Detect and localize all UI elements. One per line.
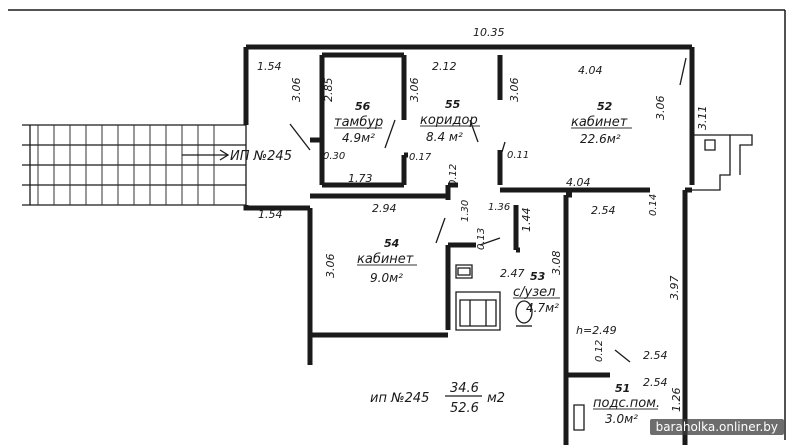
- room-54-area: 9.0м²: [370, 271, 403, 285]
- dim-2-54-c: 2.54: [643, 376, 668, 389]
- room-53-area: 4.7м²: [526, 301, 559, 315]
- room-52-area: 22.6м²: [580, 132, 621, 146]
- drawing-frame: [8, 9, 786, 440]
- room-54-name: кабинет: [357, 252, 414, 267]
- watermark: baraholka.onliner.by: [649, 419, 784, 435]
- summary-numerator: 34.6: [450, 381, 479, 396]
- room-55-area: 8.4 м²: [426, 130, 463, 144]
- room-55-number: 55: [445, 98, 461, 111]
- room-55-name: коридор: [420, 113, 478, 128]
- dimension-labels: 10.35 1.54 3.06 2.85 3.06 2.12 3.06 4.04…: [257, 26, 709, 412]
- dim-1-54-top: 1.54: [257, 60, 282, 73]
- room-56-area: 4.9м²: [342, 131, 375, 145]
- dim-3-06-a: 3.06: [290, 78, 303, 103]
- summary: ип №245 34.6 52.6 м2: [370, 381, 505, 416]
- room-52-number: 52: [597, 100, 613, 113]
- dim-3-97: 3.97: [668, 276, 681, 301]
- doors: [289, 57, 687, 363]
- dim-2-12: 2.12: [432, 60, 457, 73]
- dim-0-13: 0.13: [476, 228, 487, 250]
- walls: [243, 44, 753, 445]
- dim-0-17: 0.17: [409, 152, 432, 163]
- dim-2-47: 2.47: [500, 267, 525, 280]
- dim-0-12-a: 0.12: [448, 164, 459, 186]
- dim-3-06-e: 3.06: [324, 254, 337, 279]
- dim-3-06-c: 3.06: [508, 78, 521, 103]
- dim-3-06-d: 3.06: [654, 96, 667, 121]
- summary-unit: м2: [487, 391, 505, 406]
- dim-1-30: 1.30: [460, 200, 471, 222]
- dim-2-85: 2.85: [322, 78, 335, 103]
- dim-3-11: 3.11: [696, 106, 709, 131]
- dim-1-26: 1.26: [670, 388, 683, 413]
- dim-height: h=2.49: [576, 324, 617, 337]
- dim-1-36: 1.36: [488, 202, 510, 213]
- dim-4-04-top: 4.04: [578, 64, 603, 77]
- stairs: [22, 124, 247, 206]
- room-53-number: 53: [530, 270, 546, 283]
- bathroom-fixtures: [455, 264, 533, 331]
- room-51-number: 51: [615, 382, 630, 395]
- room-56-name: тамбур: [334, 115, 383, 130]
- room-56-number: 56: [355, 100, 371, 113]
- dim-0-30: 0.30: [323, 151, 345, 162]
- dim-2-54-a: 2.54: [591, 204, 616, 217]
- room-labels: 56 тамбур 4.9м² 55 коридор 8.4 м² 52 каб…: [230, 98, 660, 426]
- dim-0-11: 0.11: [507, 150, 529, 161]
- room-53-name: с/узел: [513, 285, 555, 300]
- summary-label: ип №245: [370, 391, 429, 406]
- ip-label: ИП №245: [230, 149, 292, 164]
- room-51-name: подс.пом.: [593, 396, 660, 411]
- dim-1-73: 1.73: [348, 172, 373, 185]
- room-54-number: 54: [384, 237, 399, 250]
- dim-1-44: 1.44: [520, 208, 533, 233]
- room-51-area: 3.0м²: [605, 412, 638, 426]
- summary-denominator: 52.6: [450, 401, 479, 416]
- dim-0-12-b: 0.12: [594, 340, 605, 362]
- dim-2-94: 2.94: [372, 202, 397, 215]
- dim-2-54-b: 2.54: [643, 349, 668, 362]
- dim-3-08: 3.08: [550, 251, 563, 276]
- dim-1-54-left: 1.54: [258, 208, 283, 221]
- dim-3-06-b: 3.06: [408, 78, 421, 103]
- dim-0-14: 0.14: [648, 194, 659, 216]
- room-52-name: кабинет: [571, 115, 628, 130]
- dim-4-04-mid: 4.04: [566, 176, 591, 189]
- dim-total-width: 10.35: [473, 26, 505, 39]
